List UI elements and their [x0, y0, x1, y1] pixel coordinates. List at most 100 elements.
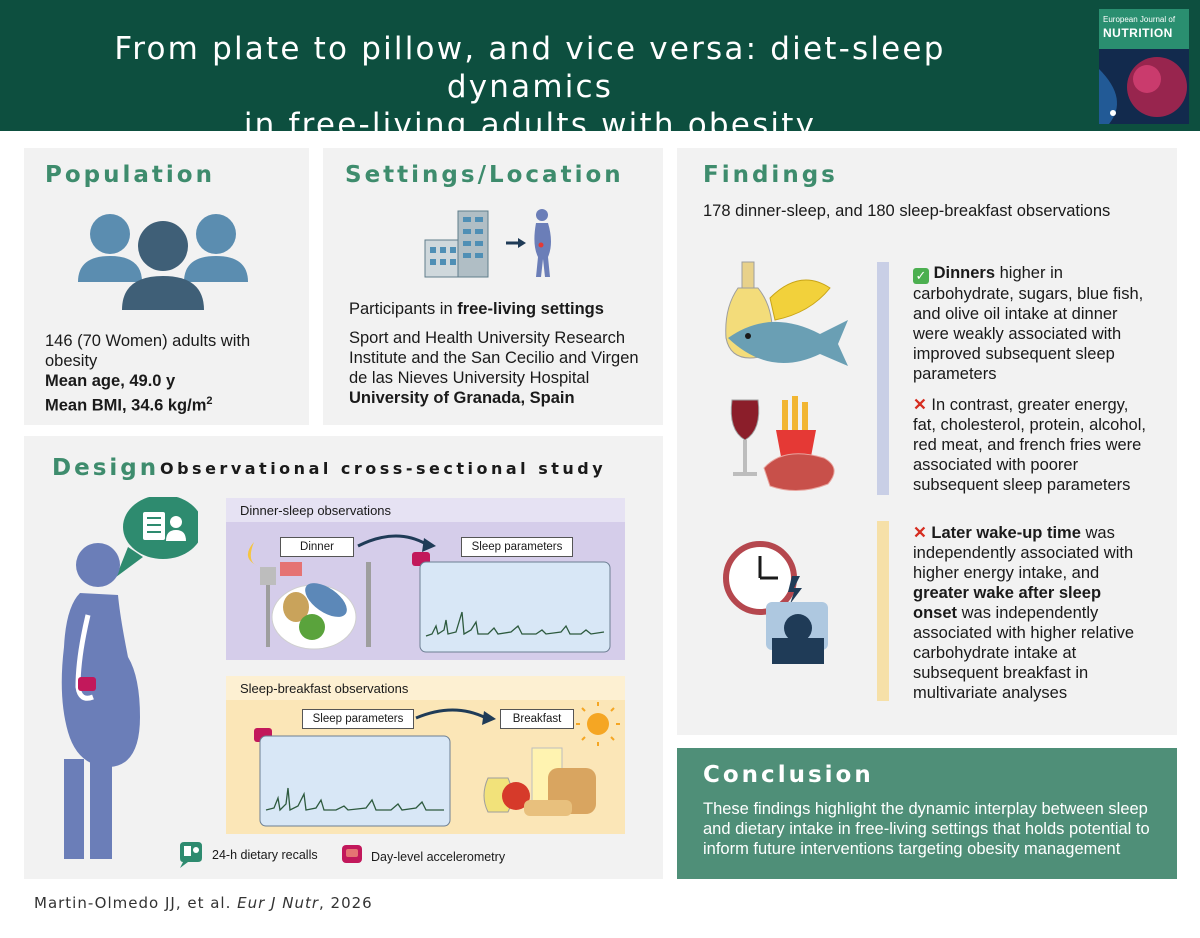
people-group-icon [78, 214, 248, 310]
conclusion-text: These findings highlight the dynamic int… [703, 799, 1173, 859]
findings-panel [677, 148, 1177, 735]
dinner-sleep-box-titlebar [226, 498, 625, 522]
french-fries-icon [776, 396, 816, 462]
finding-3-bold-2: greater wake after sleep [913, 584, 1102, 602]
journal-name-big: NUTRITION [1103, 26, 1173, 40]
finding-2-line-3: red meat, and french fries were [913, 436, 1142, 454]
hospital-to-patient-icon [424, 209, 551, 278]
arrow-icon-2 [415, 708, 487, 720]
sleeper-head-icon [784, 614, 812, 642]
fork-icon [260, 567, 276, 647]
cross-icon-2: ✕ [913, 524, 927, 542]
finding-3: ✕ Later wake-up time was independently a… [913, 523, 1173, 703]
breakfast-tag: Breakfast [500, 709, 574, 729]
university-name: University of Granada, Spain [349, 389, 575, 407]
finding-2-line-1: ✕ In contrast, greater energy, [913, 395, 1173, 415]
finding-3-bold-1: Later wake-up time [931, 524, 1081, 542]
finding-3-bold-3: onset [913, 604, 958, 622]
finding-1-line-3: and olive oil intake at dinner [913, 305, 1118, 323]
finding-2-line-4: associated with poorer [913, 456, 1079, 474]
legend-dietary-recalls: 24-h dietary recalls [212, 848, 318, 862]
finding-3-line-1: ✕ Later wake-up time was [913, 523, 1173, 543]
finding-3-line-6: associated with higher relative [913, 624, 1135, 642]
findings-bar-breakfast [877, 521, 889, 701]
finding-1-line-5: improved subsequent sleep [913, 345, 1115, 363]
finding-3-line-8: subsequent breakfast in [913, 664, 1089, 682]
finding-3-line-7: carbohydrate intake at [913, 644, 1077, 662]
page-title: From plate to pillow, and vice versa: di… [30, 30, 1030, 144]
settings-heading: Settings/Location [345, 162, 624, 188]
finding-1-line-1: ✓ Dinners higher in [913, 263, 1173, 284]
finding-2-text: In contrast, greater energy, [926, 396, 1129, 414]
citation-journal: Eur J Nutr [237, 894, 320, 912]
person-with-obesity-figure [61, 497, 198, 859]
finding-3-text-1: was [1080, 524, 1115, 542]
institute-line-2: Institute and the San Cecilio and Virgen [349, 349, 639, 367]
checkmark-icon: ✓ [913, 268, 929, 284]
conclusion-line-3: inform future interventions targeting ob… [703, 840, 1121, 858]
settings-panel [323, 148, 663, 425]
finding-3-line-3: higher energy intake, and [913, 564, 1100, 582]
dinner-sleep-illustration [247, 534, 611, 653]
header-banner [0, 0, 1200, 131]
institute-line-3: de las Nieves University Hospital [349, 369, 590, 387]
sleep-breakfast-box-titlebar [226, 676, 625, 700]
findings-bar-dinner [877, 262, 889, 495]
legend-accelerometry: Day-level accelerometry [371, 850, 506, 864]
population-text: 146 (70 Women) adults with obesity Mean … [45, 331, 305, 416]
conclusion-line-2: and dietary intake in free-living settin… [703, 820, 1150, 838]
dinner-sleep-title: Dinner-sleep observations [240, 503, 392, 518]
cover-title-band [1099, 9, 1189, 49]
lightning-icon [788, 576, 802, 604]
citation: Martin-Olmedo JJ, et al. Eur J Nutr, 202… [34, 894, 373, 912]
cross-icon: ✕ [913, 396, 927, 414]
findings-heading: Findings [703, 162, 838, 188]
finding-1-line-6: parameters [913, 365, 997, 383]
design-heading: Design [52, 455, 160, 481]
title-line-1: From plate to pillow, and vice versa: di… [114, 31, 946, 105]
journal-cover: European Journal of NUTRITION [1099, 9, 1189, 124]
conclusion-heading: Conclusion [703, 762, 874, 788]
bmi-text: Mean BMI, 34.6 kg/m [45, 396, 207, 415]
citation-year: , 2026 [319, 894, 373, 912]
banana-icon [769, 279, 831, 321]
knife-icon [366, 562, 371, 647]
population-line-2: obesity [45, 352, 98, 370]
design-subheading: Observational cross-sectional study [160, 459, 607, 478]
finding-1-text: higher in [995, 264, 1063, 282]
dinner-foods-illustration [725, 261, 848, 366]
wake-time-illustration [723, 541, 828, 664]
journal-name-small: European Journal of [1103, 15, 1176, 24]
finding-3-line-9: multivariate analyses [913, 684, 1068, 702]
red-meat-icon [763, 453, 835, 491]
population-mean-bmi: Mean BMI, 34.6 kg/m2 [45, 391, 305, 416]
sleep-parameters-tag-2: Sleep parameters [302, 709, 414, 729]
wine-glass-icon [730, 399, 760, 441]
fish-icon [305, 583, 347, 617]
finding-1-line-2: carbohydrate, sugars, blue fish, [913, 285, 1144, 303]
greens-icon [299, 614, 325, 640]
finding-3-text-4: was independently [957, 604, 1099, 622]
bmi-superscript: 2 [206, 395, 213, 407]
citation-authors: Martin-Olmedo JJ, et al. [34, 894, 238, 912]
conclusion-panel [677, 748, 1177, 879]
finding-2: ✕ In contrast, greater energy, fat, chol… [913, 395, 1173, 495]
free-living-settings: free-living settings [457, 300, 604, 318]
finding-1-line-4: were weakly associated with [913, 325, 1122, 343]
sun-icon [576, 702, 620, 746]
finding-3-line-5: onset was independently [913, 603, 1173, 623]
dinner-tag: Dinner [280, 537, 354, 557]
accelerometer-icon [78, 677, 96, 691]
finding-2-line-2: fat, cholesterol, protein, alcohol, [913, 416, 1146, 434]
sleep-breakfast-title: Sleep-breakfast observations [240, 681, 409, 696]
settings-line-1-pre: Participants in [349, 300, 458, 318]
cover-art [1099, 49, 1189, 124]
sleep-breakfast-illustration [254, 702, 620, 827]
unhealthy-foods-illustration [730, 396, 835, 491]
sleep-signal-chart [419, 561, 611, 653]
finding-2-line-5: subsequent sleep parameters [913, 476, 1131, 494]
accelerometry-legend-icon [342, 845, 362, 863]
sleep-signal-chart-2 [259, 735, 451, 827]
tomato-icon [502, 782, 530, 810]
settings-text: Participants in free-living settings Spo… [349, 299, 659, 408]
